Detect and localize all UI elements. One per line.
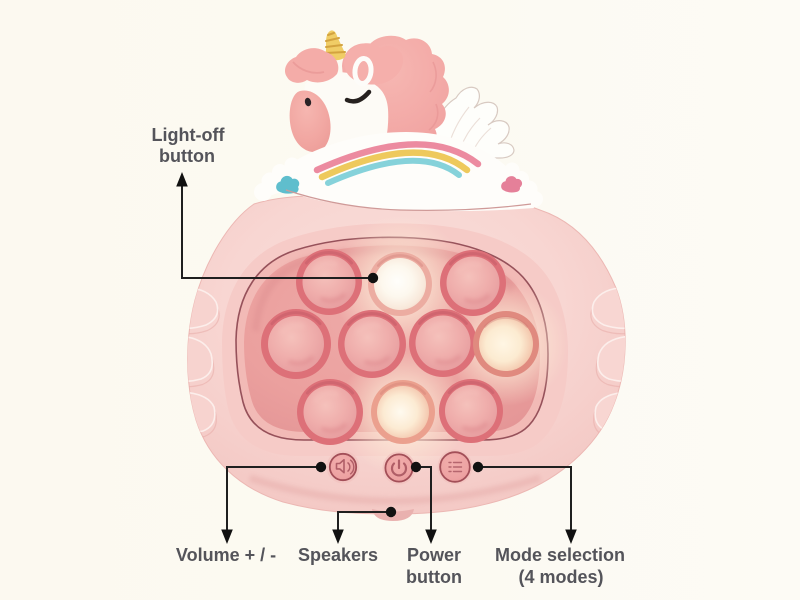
- svg-text:Light-off: Light-off: [152, 125, 226, 145]
- svg-text:(4 modes): (4 modes): [518, 567, 603, 587]
- svg-text:Power: Power: [407, 545, 461, 565]
- svg-text:button: button: [406, 567, 462, 587]
- svg-text:Volume + / -: Volume + / -: [176, 545, 276, 565]
- svg-text:button: button: [159, 146, 215, 166]
- svg-text:Mode selection: Mode selection: [495, 545, 625, 565]
- svg-text:Speakers: Speakers: [298, 545, 378, 565]
